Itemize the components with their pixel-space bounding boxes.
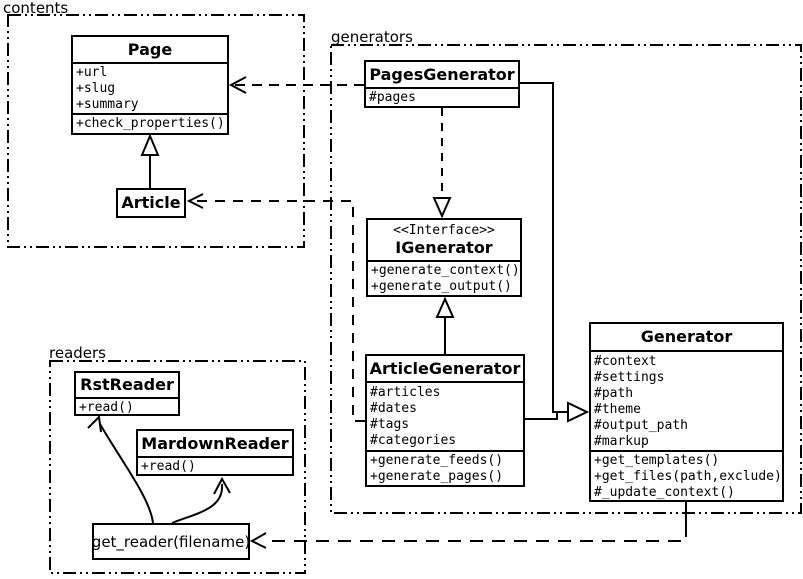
method: +get_templates(): [594, 453, 720, 468]
package-border-generators: [330, 44, 802, 514]
attribute: #articles: [370, 385, 441, 400]
class-igenerator: <<Interface>> IGenerator +generate_conte…: [366, 218, 522, 297]
realization-articlegenerator-to-igenerator: [435, 296, 455, 354]
method: #_update_context(): [594, 485, 735, 500]
class-pagesgenerator-name: PagesGenerator: [369, 65, 515, 84]
attribute: #markup: [594, 434, 649, 449]
package-border-contents: [7, 14, 305, 248]
class-page: Page +url +slug +summary +check_properti…: [71, 35, 229, 135]
attribute: #theme: [594, 402, 641, 417]
class-igenerator-header: <<Interface>> IGenerator: [368, 220, 520, 260]
class-pagesgenerator-attributes: #pages: [366, 87, 518, 106]
class-rstreader: RstReader +read(): [74, 371, 180, 416]
class-generator-attributes: #context #settings #path #theme #output_…: [591, 350, 782, 450]
method: +generate_feeds(): [370, 453, 504, 468]
generalization-pagesgenerator-to-generator: [520, 82, 568, 413]
attribute: #settings: [594, 370, 665, 385]
generalization-article-to-page: [140, 133, 160, 188]
class-mardownreader-methods: +read(): [138, 456, 292, 474]
getreader-label: get_reader(filename): [91, 532, 251, 551]
realization-pagesgenerator-to-igenerator: [432, 108, 452, 219]
class-article-name: Article: [121, 193, 181, 212]
dependency-pagesgenerator-to-page: [228, 76, 364, 94]
package-label-generators: generators: [331, 28, 413, 46]
package-label-contents: contents: [3, 0, 69, 17]
package-label-readers: readers: [49, 344, 106, 362]
class-articlegenerator-methods: +generate_feeds() +generate_pages(): [367, 450, 523, 485]
generalization-articlegenerator-to-generator: [525, 401, 590, 423]
class-articlegenerator-name: ArticleGenerator: [369, 359, 521, 378]
class-mardownreader-name: MardownReader: [141, 434, 289, 453]
class-page-methods: +check_properties(): [73, 113, 227, 133]
attribute: +slug: [76, 81, 116, 96]
method: +generate_pages(): [370, 469, 504, 484]
class-igenerator-stereotype: <<Interface>>: [393, 223, 495, 238]
class-generator: Generator #context #settings #path #them…: [589, 322, 784, 502]
class-generator-methods: +get_templates() +get_files(path,exclude…: [591, 450, 782, 500]
attribute: #tags: [370, 417, 410, 432]
class-page-attributes: +url +slug +summary: [73, 62, 227, 113]
class-igenerator-methods: +generate_context() +generate_output(): [368, 260, 520, 295]
class-article: Article: [116, 188, 186, 218]
method: +get_files(path,exclude): [594, 469, 782, 484]
class-rstreader-name: RstReader: [80, 375, 174, 394]
attribute: #path: [594, 386, 634, 401]
attribute: +url: [76, 65, 108, 80]
arrow-getreader-to-rstreader: [87, 414, 154, 524]
arrow-getreader-to-mardownreader: [171, 476, 231, 524]
method: +generate_output(): [371, 279, 512, 294]
attribute: #output_path: [594, 418, 688, 433]
method: +check_properties(): [76, 116, 225, 131]
class-generator-name: Generator: [640, 327, 733, 346]
class-pagesgenerator: PagesGenerator #pages: [364, 60, 520, 108]
attribute: +summary: [76, 97, 139, 112]
package-border-readers: [49, 360, 306, 574]
getreader-box: get_reader(filename): [92, 523, 250, 560]
class-page-name: Page: [127, 40, 173, 59]
class-articlegenerator-attributes: #articles #dates #tags #categories: [367, 381, 523, 450]
class-articlegenerator: ArticleGenerator #articles #dates #tags …: [365, 354, 525, 487]
method: +read(): [141, 459, 196, 474]
method: +read(): [79, 400, 134, 414]
attribute: #context: [594, 354, 657, 369]
attribute: #pages: [369, 90, 416, 105]
dependency-generator-to-getreader: [249, 501, 687, 549]
dependency-articlegenerator-to-article: [186, 193, 365, 422]
attribute: #categories: [370, 433, 457, 448]
class-igenerator-name: IGenerator: [395, 238, 493, 257]
class-rstreader-methods: +read(): [76, 397, 178, 414]
attribute: #dates: [370, 401, 417, 416]
method: +generate_context(): [371, 263, 520, 278]
class-mardownreader: MardownReader +read(): [136, 429, 294, 476]
